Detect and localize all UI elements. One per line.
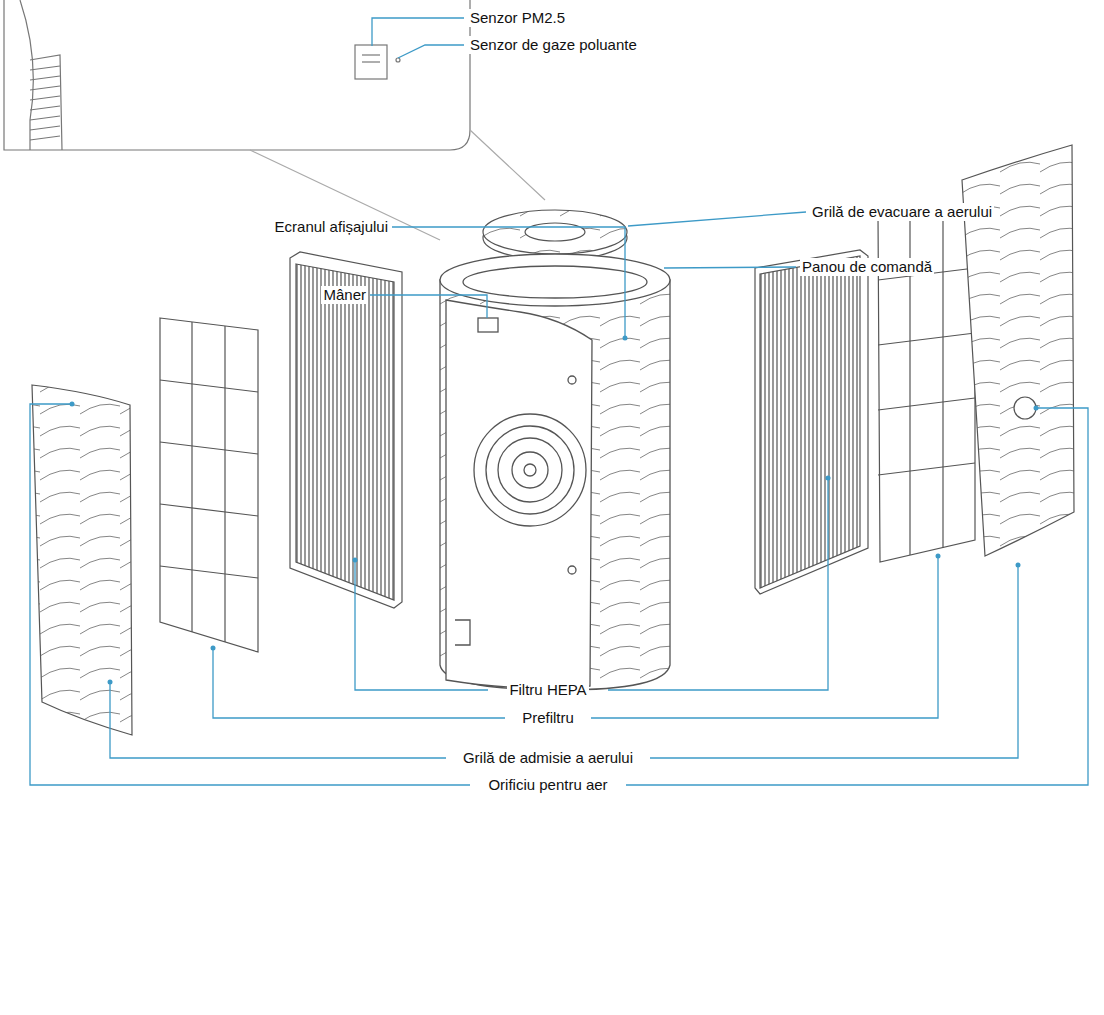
leader-lines-part bbox=[664, 267, 796, 268]
right-hepa-filter-part bbox=[755, 250, 868, 594]
purifier-body-part bbox=[440, 254, 670, 306]
exhaust-grille bbox=[483, 210, 627, 260]
leader-lines-part bbox=[355, 560, 488, 690]
left-hepa-filter-part bbox=[296, 264, 394, 600]
left-prefilter-part bbox=[160, 380, 258, 578]
leader-lines-part bbox=[213, 648, 505, 718]
part-label: Orificiu pentru aer bbox=[486, 776, 609, 794]
part-label: Grilă de evacuare a aerului bbox=[810, 203, 994, 221]
purifier-body-part bbox=[486, 426, 574, 514]
leader-lines-part bbox=[110, 682, 446, 758]
part-label: Filtru HEPA bbox=[507, 681, 588, 699]
part-label: Panou de comandă bbox=[800, 258, 934, 276]
left-prefilter bbox=[160, 318, 258, 652]
leader-lines-part bbox=[372, 18, 464, 46]
purifier-body-part bbox=[524, 464, 536, 476]
purifier-body-part bbox=[440, 280, 670, 690]
sensor-inset-part bbox=[20, 0, 33, 150]
purifier-body-part bbox=[446, 300, 592, 688]
part-label: Prefiltru bbox=[520, 709, 576, 727]
leader-lines-part bbox=[650, 565, 1018, 758]
leader-dots bbox=[70, 336, 1039, 685]
sensor-inset-part bbox=[355, 45, 387, 79]
sensor-inset-part bbox=[396, 58, 400, 62]
right-prefilter-part bbox=[878, 203, 975, 562]
right-prefilter bbox=[878, 203, 975, 562]
leader-dots-part bbox=[936, 554, 941, 559]
purifier-body bbox=[440, 254, 670, 690]
leader-dots-part bbox=[1034, 406, 1039, 411]
purifier-body-part bbox=[512, 452, 548, 488]
left-intake-grille bbox=[32, 385, 132, 735]
part-label: Senzor de gaze poluante bbox=[468, 36, 639, 54]
right-intake-grille-part bbox=[1014, 397, 1036, 419]
left-prefilter-part bbox=[160, 318, 258, 652]
purifier-body-part bbox=[568, 566, 576, 574]
sensor-inset-part bbox=[4, 0, 470, 150]
leader-lines bbox=[30, 18, 1088, 785]
leader-dots-part bbox=[353, 558, 358, 563]
left-hepa-filter-part bbox=[290, 252, 402, 608]
leader-lines-part bbox=[392, 227, 625, 338]
leader-dots-part bbox=[211, 646, 216, 651]
sensor-inset bbox=[4, 0, 545, 240]
exhaust-grille-part bbox=[525, 223, 585, 241]
leader-lines-part bbox=[398, 45, 464, 58]
purifier-body-part bbox=[478, 318, 498, 332]
purifier-body-part bbox=[498, 438, 562, 502]
purifier-body-part bbox=[463, 266, 647, 298]
sensor-inset-part bbox=[30, 66, 60, 140]
leader-lines-part bbox=[30, 404, 470, 785]
left-hepa-filter bbox=[290, 252, 402, 608]
purifier-body-part bbox=[455, 620, 470, 645]
leader-dots-part bbox=[1016, 563, 1021, 568]
sensor-inset-part bbox=[362, 54, 380, 55]
leader-lines-part bbox=[370, 295, 487, 318]
exhaust-grille-part bbox=[483, 210, 627, 254]
part-label: Ecranul afișajului bbox=[273, 218, 390, 236]
leader-dots-part bbox=[826, 476, 831, 481]
leader-lines-part bbox=[608, 478, 828, 690]
sensor-inset-part bbox=[362, 61, 380, 62]
leader-lines-part bbox=[628, 212, 806, 226]
purifier-body-part bbox=[568, 376, 576, 384]
right-hepa-filter bbox=[755, 250, 868, 594]
part-label: Senzor PM2.5 bbox=[468, 9, 567, 27]
part-label: Grilă de admisie a aerului bbox=[461, 749, 635, 767]
leader-dots-part bbox=[623, 336, 628, 341]
part-label: Mâner bbox=[321, 286, 368, 304]
right-prefilter-part bbox=[878, 268, 975, 475]
sensor-inset-part bbox=[30, 55, 62, 150]
leader-lines-part bbox=[591, 556, 938, 718]
leader-lines-part bbox=[626, 408, 1088, 785]
leader-dots-part bbox=[70, 402, 75, 407]
left-prefilter-part bbox=[192, 322, 225, 642]
purifier-body-part bbox=[474, 414, 586, 526]
left-intake-grille-part bbox=[32, 385, 132, 735]
leader-dots-part bbox=[108, 680, 113, 685]
right-hepa-filter-part bbox=[760, 256, 860, 588]
